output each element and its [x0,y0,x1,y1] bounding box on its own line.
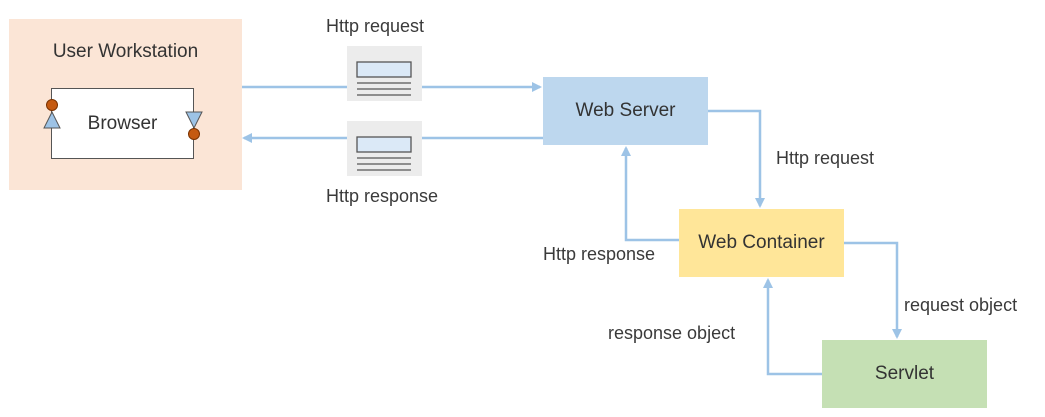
web-container-box: Web Container [679,209,844,277]
servlet-to-container-arrow [763,278,822,376]
web-container-label: Web Container [698,232,825,253]
servlet-box: Servlet [822,340,987,408]
request-object-label: request object [904,295,1018,315]
user-workstation-label: User Workstation [52,41,199,62]
response-document-icon [347,121,422,176]
browser-box: Browser [51,88,194,159]
servlet-label: Servlet [874,363,935,384]
web-server-label: Web Server [575,100,676,121]
container-to-server-arrow [621,146,679,242]
http-response-left-label: Http response [543,244,656,264]
http-request-top-label: Http request [326,16,425,36]
request-document-icon [347,46,422,101]
response-object-label: response object [608,323,736,343]
browser-label: Browser [87,112,158,134]
web-server-box: Web Server [543,77,708,145]
container-to-servlet-arrow [844,241,902,339]
http-response-top-label: Http response [326,186,439,206]
server-to-container-arrow [708,109,765,208]
http-request-right-label: Http request [776,148,875,168]
